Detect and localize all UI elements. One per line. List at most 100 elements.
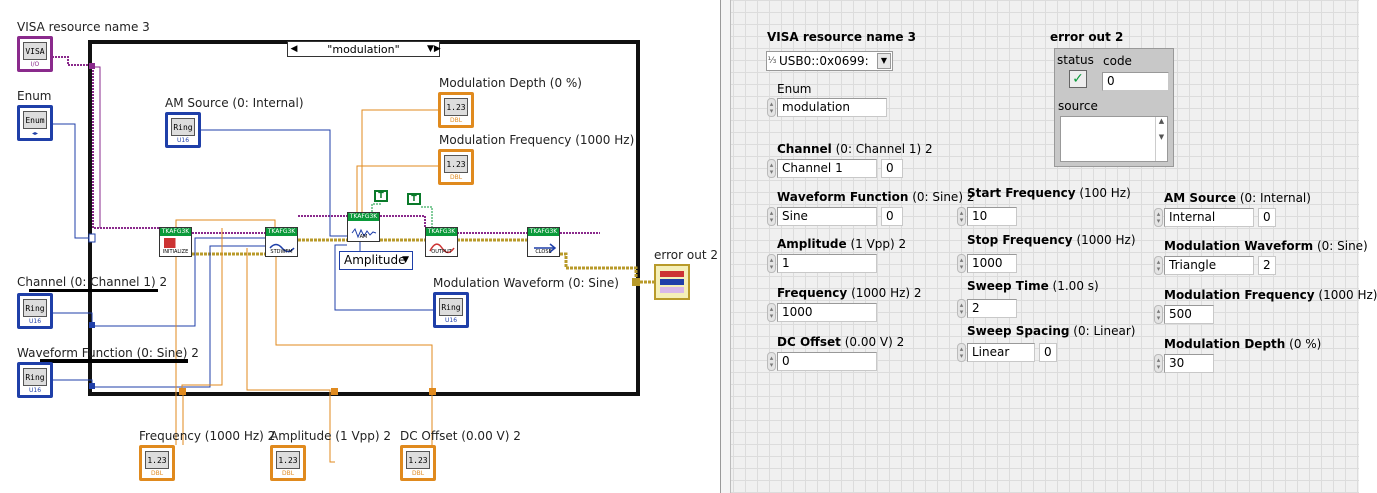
channel-stepper-icon[interactable]: ▴▾ xyxy=(767,159,776,178)
case-next-icon[interactable]: ▼▶ xyxy=(427,44,441,54)
amplitude-label: Amplitude (1 Vpp) 2 xyxy=(777,237,906,251)
code-value: 0 xyxy=(1102,72,1169,91)
visa-resource-value: USB0::0x0699: xyxy=(779,54,869,68)
visa-resource-terminal[interactable]: VISA I/O xyxy=(17,36,53,72)
dc-offset-terminal[interactable]: 1.23 DBL xyxy=(400,445,436,481)
enum-stepper-icon[interactable]: ▴▾ xyxy=(767,98,776,117)
chevron-down-icon[interactable]: ▼ xyxy=(877,53,891,69)
dc-offset-foot: DBL xyxy=(411,470,425,477)
enum-control[interactable]: ▴▾ modulation xyxy=(767,98,887,117)
amplitude-ring-constant[interactable]: Amplitude ▼ xyxy=(339,251,413,270)
start-frequency-label-bold: Start Frequency xyxy=(967,186,1076,200)
subvi-am[interactable]: TKAFG3K AM xyxy=(347,212,380,242)
frequency-terminal[interactable]: 1.23 DBL xyxy=(139,445,175,481)
true-constant-1[interactable]: T xyxy=(374,190,388,202)
mod-freq-label: Modulation Frequency (1000 Hz) xyxy=(439,133,635,147)
amplitude-foot: DBL xyxy=(281,470,295,477)
mod-depth-foot: DBL xyxy=(449,117,463,124)
am-source-value[interactable]: Internal xyxy=(1164,208,1254,227)
visa-term-icon: VISA xyxy=(23,42,47,60)
am-source-control[interactable]: ▴▾ Internal 0 xyxy=(1154,208,1276,227)
chevron-down-icon[interactable]: ▼ xyxy=(402,255,409,265)
enum-term-foot: ◂▸ xyxy=(31,130,39,137)
dc-offset-value[interactable]: 0 xyxy=(777,352,877,371)
case-prev-icon[interactable]: ◀ xyxy=(290,44,298,54)
sweep-spacing-value[interactable]: Linear xyxy=(967,343,1035,362)
amplitude-stepper-icon[interactable]: ▴▾ xyxy=(767,254,776,273)
channel-label-rest: (0: Channel 1) 2 xyxy=(835,142,933,156)
enum-terminal[interactable]: Enum ◂▸ xyxy=(17,105,53,141)
subvi-output[interactable]: TKAFG3K OUTPUT xyxy=(425,227,458,257)
waveform-control[interactable]: ▴▾ Sine 0 xyxy=(767,207,903,226)
sweep-time-stepper-icon[interactable]: ▴▾ xyxy=(957,299,966,318)
am-source-terminal[interactable]: Ring U16 xyxy=(165,112,201,148)
stop-frequency-stepper-icon[interactable]: ▴▾ xyxy=(957,254,966,273)
start-frequency-stepper-icon[interactable]: ▴▾ xyxy=(957,207,966,226)
am-source-foot: U16 xyxy=(176,137,190,144)
error-out-terminal[interactable] xyxy=(654,264,690,300)
subvi-output-foot: OUTPUT xyxy=(431,249,452,255)
label-bar-waveform xyxy=(40,359,188,363)
visa-resource-control[interactable]: ⅓ USB0::0x0699: ▼ xyxy=(766,51,893,71)
channel-ring-icon: Ring xyxy=(23,299,47,317)
mod-waveform-value[interactable]: Triangle xyxy=(1164,256,1254,275)
channel-foot: U16 xyxy=(28,318,42,325)
channel-terminal[interactable]: Ring U16 xyxy=(17,293,53,329)
sweep-time-value[interactable]: 2 xyxy=(967,299,1017,318)
amplitude-control[interactable]: ▴▾ 1 xyxy=(767,254,877,273)
frequency-stepper-icon[interactable]: ▴▾ xyxy=(767,303,776,322)
close-icon xyxy=(532,238,557,253)
case-selector[interactable]: ◀ "modulation" ▼▶ xyxy=(287,41,441,57)
mod-depth-stepper-icon[interactable]: ▴▾ xyxy=(1154,354,1163,373)
amplitude-value[interactable]: 1 xyxy=(777,254,877,273)
mod-frequency-control[interactable]: ▴▾ 500 xyxy=(1154,305,1214,324)
waveform-stepper-icon[interactable]: ▴▾ xyxy=(767,207,776,226)
mod-frequency-value[interactable]: 500 xyxy=(1164,305,1214,324)
front-panel: VISA resource name 3 ⅓ USB0::0x0699: ▼ e… xyxy=(720,0,1377,493)
mod-waveform-stepper-icon[interactable]: ▴▾ xyxy=(1154,256,1163,275)
subvi-output-head: TKAFG3K xyxy=(426,228,457,236)
sweep-spacing-stepper-icon[interactable]: ▴▾ xyxy=(957,343,966,362)
frequency-value[interactable]: 1000 xyxy=(777,303,877,322)
dc-offset-stepper-icon[interactable]: ▴▾ xyxy=(767,352,776,371)
waveform-function-terminal[interactable]: Ring U16 xyxy=(17,362,53,398)
mod-depth-value[interactable]: 30 xyxy=(1164,354,1214,373)
mod-waveform-control[interactable]: ▴▾ Triangle 2 xyxy=(1154,256,1276,275)
start-frequency-control[interactable]: ▴▾ 10 xyxy=(957,207,1017,226)
frequency-control[interactable]: ▴▾ 1000 xyxy=(767,303,877,322)
waveform-value[interactable]: Sine xyxy=(777,207,877,226)
channel-control[interactable]: ▴▾ Channel 1 0 xyxy=(767,159,903,178)
mod-depth-control[interactable]: ▴▾ 30 xyxy=(1154,354,1214,373)
start-frequency-value[interactable]: 10 xyxy=(967,207,1017,226)
status-check-icon: ✓ xyxy=(1069,70,1087,88)
dc-offset-label: DC Offset (0.00 V) 2 xyxy=(777,335,904,349)
mod-waveform-terminal[interactable]: Ring U16 xyxy=(433,292,469,328)
mod-depth-terminal[interactable]: 1.23 DBL xyxy=(438,92,474,128)
subvi-stdwfm[interactable]: TKAFG3K STDWFM xyxy=(265,227,298,257)
channel-value[interactable]: Channel 1 xyxy=(777,159,877,178)
scrollbar[interactable]: ▲▼ xyxy=(1155,117,1167,161)
dc-offset-control[interactable]: ▴▾ 0 xyxy=(767,352,877,371)
channel-label-bold: Channel xyxy=(777,142,832,156)
sweep-time-control[interactable]: ▴▾ 2 xyxy=(957,299,1017,318)
mod-freq-foot: DBL xyxy=(449,174,463,181)
frequency-label-bold: Frequency xyxy=(777,286,848,300)
mod-frequency-label-bold: Modulation Frequency xyxy=(1164,288,1315,302)
mod-freq-terminal[interactable]: 1.23 DBL xyxy=(438,149,474,185)
amplitude-terminal[interactable]: 1.23 DBL xyxy=(270,445,306,481)
dc-wire-3 xyxy=(181,228,223,390)
mod-frequency-stepper-icon[interactable]: ▴▾ xyxy=(1154,305,1163,324)
sweep-spacing-control[interactable]: ▴▾ Linear 0 xyxy=(957,343,1057,362)
waveform-wire xyxy=(52,245,265,388)
waveform-label: Waveform Function (0: Sine) 2 xyxy=(777,190,974,204)
stop-frequency-value[interactable]: 1000 xyxy=(967,254,1017,273)
error-out-cluster: status code ✓ 0 source ▲▼ xyxy=(1054,48,1174,167)
amplitude-label: Amplitude (1 Vpp) 2 xyxy=(270,429,392,443)
am-source-stepper-icon[interactable]: ▴▾ xyxy=(1154,208,1163,227)
enum-value[interactable]: modulation xyxy=(777,98,887,117)
subvi-close[interactable]: TKAFG3K CLOSE xyxy=(527,227,560,257)
visa-io-icon: ⅓ xyxy=(767,56,777,66)
stop-frequency-control[interactable]: ▴▾ 1000 xyxy=(957,254,1017,273)
true-constant-2[interactable]: T xyxy=(407,193,421,205)
subvi-initialize[interactable]: TKAFG3K INITIALIZE xyxy=(159,227,192,257)
